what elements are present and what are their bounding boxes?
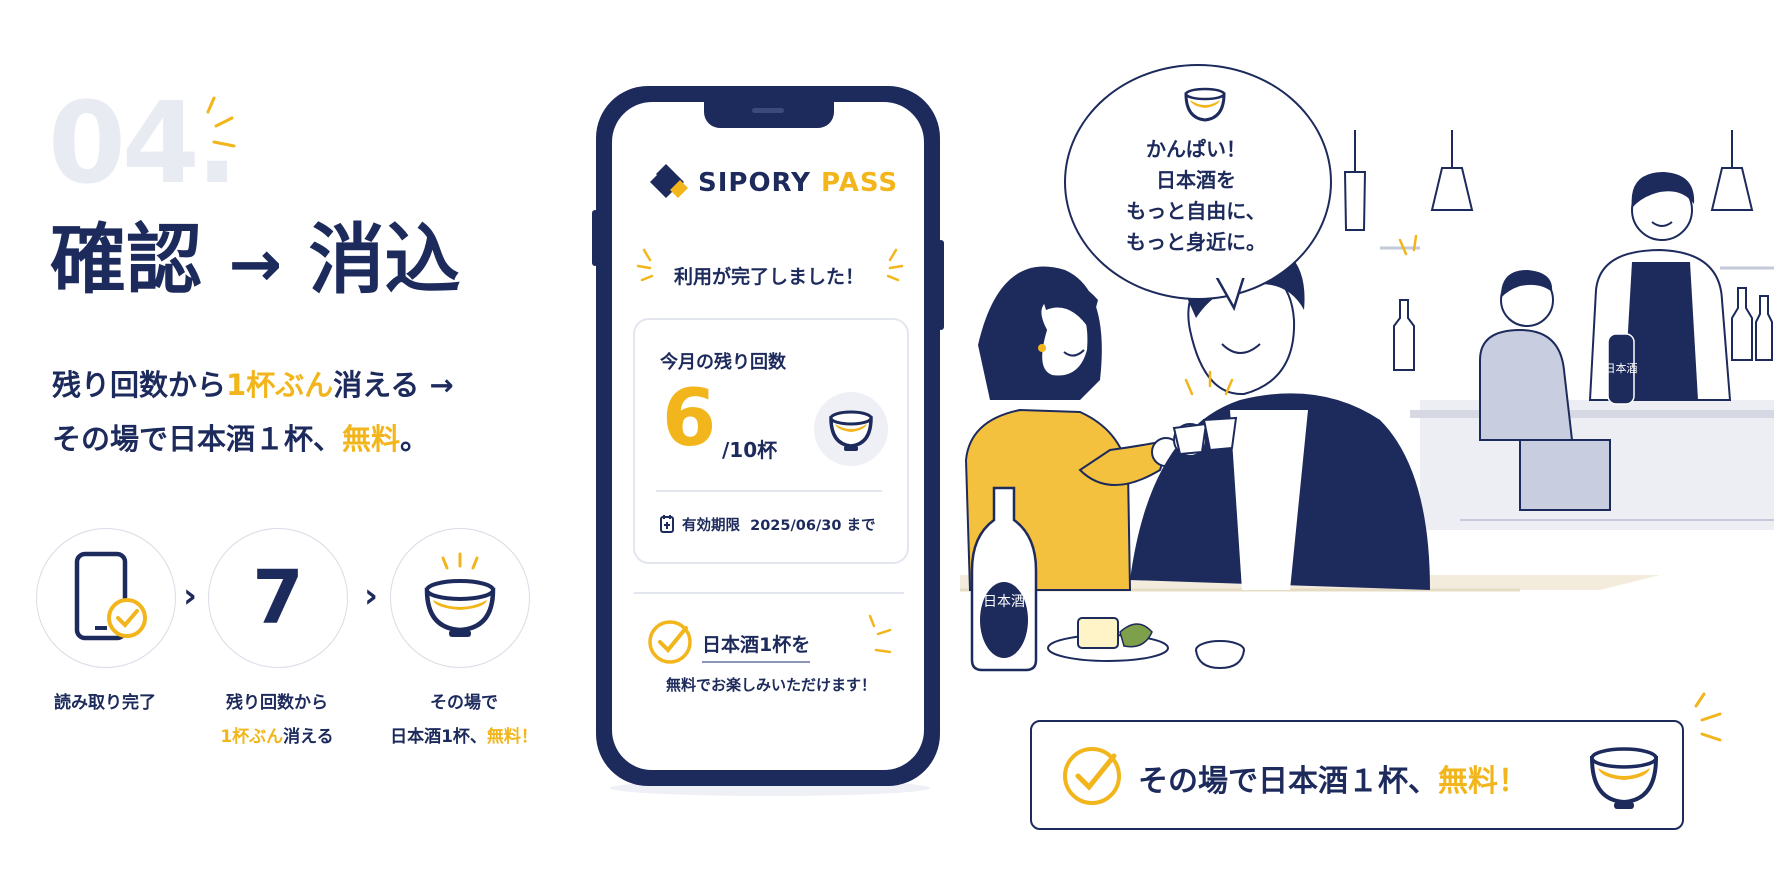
flow-caption-3: その場で 日本酒1杯、無料！ [390, 693, 538, 747]
phone-check-icon [74, 551, 147, 641]
sparkle-left-icon [636, 248, 654, 282]
flow-chevron-2: › [364, 576, 379, 616]
description-line-2: その場で日本酒１杯、無料。 [52, 422, 430, 456]
speech-text: かんぱい！ 日本酒を もっと自由に、 もっと身近に。 [1126, 137, 1266, 254]
sake-cup-icon [829, 410, 873, 451]
brand-name: SIPORY PASS [698, 168, 899, 198]
toast-scene-illustration: 日本酒 日本酒 [960, 130, 1774, 672]
remaining-count-number: 7 [252, 555, 304, 641]
bartender: 日本酒 [1588, 172, 1732, 405]
title-clear: 消込 [308, 215, 461, 304]
woman [964, 266, 1181, 591]
benefit-title: 日本酒1杯を [702, 630, 811, 663]
bartender-bottle-label: 日本酒 [1605, 361, 1638, 375]
sipory-logo-icon [650, 164, 688, 198]
pendant-lamps [1343, 130, 1754, 231]
expiry-text: 有効期限 2025/06/30 まで [682, 518, 876, 534]
man [1130, 240, 1430, 590]
description-line-1: 残り回数から1杯ぶん消える → [52, 368, 454, 402]
step-number: 04. [48, 79, 238, 209]
flow-step-count: 7 [208, 528, 348, 668]
flow-caption-2: 残り回数から 1杯ぶん消える [220, 693, 334, 747]
banner-text: その場で日本酒１杯、無料！ [1138, 764, 1528, 799]
calendar-icon [660, 515, 674, 533]
flow-caption-1: 読み取り完了 [54, 693, 156, 713]
flow-chevron-1: › [183, 576, 198, 616]
seated-customer [1479, 270, 1611, 511]
speech-bubble [1064, 64, 1332, 300]
shelf-bottles [1393, 287, 1773, 371]
phone-notch [704, 100, 834, 128]
screen-divider [634, 592, 904, 594]
flow-step-scan [36, 528, 176, 668]
sake-cup-icon [424, 552, 496, 637]
remaining-count: 6 [662, 374, 717, 464]
check-circle-icon [1063, 747, 1121, 805]
speech-bubble-tail [1214, 272, 1248, 312]
sake-cup-icon [1589, 747, 1659, 809]
check-circle-icon [648, 620, 692, 664]
phone-power-button [938, 240, 944, 330]
remaining-total: /10杯 [722, 438, 778, 462]
phone-speaker [752, 108, 784, 113]
sparkle-right-icon [886, 248, 904, 282]
title-arrow: → [228, 228, 283, 302]
food-plate [1047, 617, 1245, 670]
sparkle-icon [1694, 692, 1722, 742]
phone-side-button [592, 210, 598, 266]
benefit-detail: 無料でお楽しみいただけます！ [665, 676, 876, 694]
toast-sparkles [1184, 234, 1418, 396]
toast-cups [1172, 416, 1238, 456]
sake-bottle-label: 日本酒 [983, 594, 1025, 610]
title-confirm: 確認 [50, 215, 202, 304]
remaining-label: 今月の残り回数 [660, 352, 786, 373]
page-title: 確認 → 消込 [50, 222, 461, 298]
sparkle-icon [868, 614, 892, 654]
flow-step-sake [390, 528, 530, 668]
sake-cup-icon [1184, 87, 1226, 122]
card-divider [656, 490, 882, 492]
sparkle-icon [206, 96, 236, 148]
free-banner [1030, 720, 1684, 830]
completion-message: 利用が完了しました！ [673, 266, 864, 288]
sake-bottle: 日本酒 [970, 486, 1038, 672]
